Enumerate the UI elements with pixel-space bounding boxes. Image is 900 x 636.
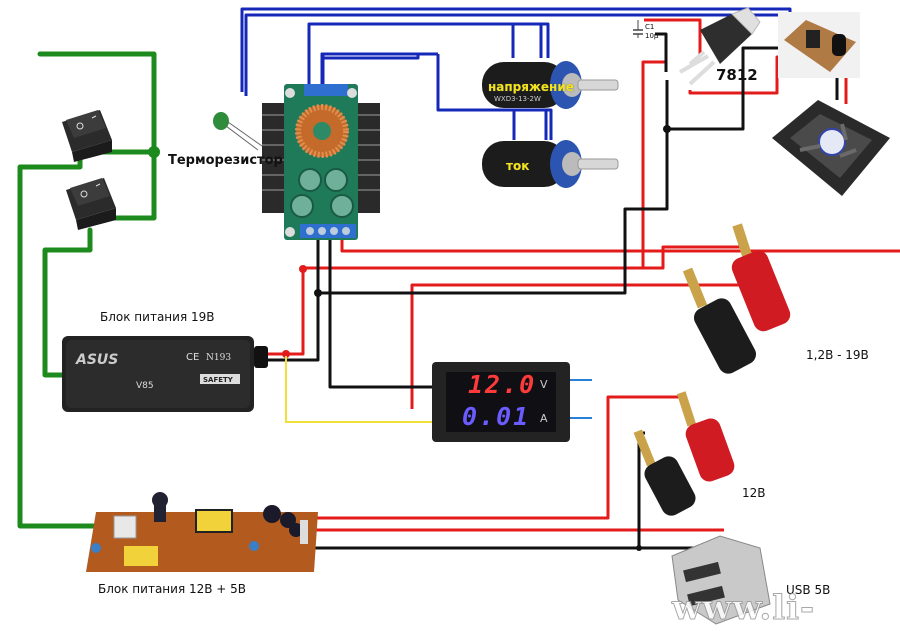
wire-neg-common	[318, 80, 669, 295]
wire-ctrl-pot-i-run	[436, 54, 553, 140]
wire-pos-meter	[410, 283, 745, 409]
wires-positive	[268, 18, 900, 532]
label-usb: USB 5В	[786, 583, 831, 597]
psu19-mark-ce: CE	[186, 352, 199, 363]
pot-voltage-marking: WXD3-13-2W	[494, 95, 541, 103]
wire-pos-buck-out	[340, 236, 900, 253]
label-pot-voltage: напряжение	[488, 80, 574, 94]
watermark: www.li-ne.ru	[672, 588, 816, 636]
neg-junction-buck	[314, 289, 322, 297]
pot-voltage[interactable]: WXD3-13-2W	[482, 61, 619, 109]
psu19-mark-n193: N193	[206, 353, 231, 363]
pot-current[interactable]	[482, 140, 619, 188]
capacitor-c1	[633, 20, 643, 38]
wire-neg-fanctrl	[667, 46, 795, 131]
switch-2[interactable]	[66, 178, 116, 230]
wire-mains-psu19	[42, 227, 93, 378]
wire-pos-7812-in	[644, 18, 702, 55]
wire-mains-left	[17, 155, 98, 529]
switch-1[interactable]	[62, 110, 112, 162]
label-thermistor: Терморезистор	[168, 153, 283, 168]
label-psu19: Блок питания 19В	[100, 310, 215, 324]
meter-current-unit: A	[540, 412, 548, 425]
wire-pos-12v	[308, 395, 685, 520]
label-out-12v: 12В	[742, 486, 766, 500]
label-out-adj: 1,2В - 19В	[806, 348, 869, 362]
regulator-7812	[679, 7, 761, 86]
label-pot-current: ток	[506, 159, 530, 173]
terminal-adj-black[interactable]	[682, 267, 760, 378]
pos-junction-psu19	[282, 350, 290, 358]
wire-neg-psu19	[268, 236, 320, 362]
label-regulator: 7812	[716, 66, 758, 84]
psu19-brand: ASUS	[75, 352, 118, 368]
volt-amp-meter	[432, 362, 570, 442]
wire-pos-adj	[305, 245, 745, 270]
wire-sense	[285, 356, 432, 423]
terminal-12v-red[interactable]	[676, 391, 737, 484]
wire-ctrl-pot-v2	[513, 22, 550, 58]
terminal-12v-black[interactable]	[633, 429, 699, 519]
thermistor	[213, 112, 263, 151]
psu-19v: ASUS N193 CE V85 SAFETY	[62, 336, 268, 412]
terminal-adj-red[interactable]	[729, 223, 793, 334]
neg-junction-usb	[636, 545, 642, 551]
wire-neg-7812	[655, 32, 668, 72]
meter-voltage-unit: V	[540, 378, 548, 391]
psu19-mark-safety: SAFETY	[203, 376, 234, 384]
fan	[772, 100, 890, 196]
fan-controller	[778, 12, 860, 78]
wire-mains-top	[37, 51, 157, 221]
label-psu12-5: Блок питания 12В + 5В	[98, 582, 247, 596]
psu19-mark-v85: V85	[136, 381, 154, 391]
usb-port[interactable]	[671, 535, 771, 625]
wire-ctrl-pot-v	[307, 22, 515, 88]
neg-junction-7812	[663, 125, 671, 133]
meter-current-reading: 0.01	[462, 402, 531, 431]
psu-12v-5v	[86, 492, 318, 572]
meter-voltage-reading: 12.0	[468, 370, 537, 399]
pos-junction-buck	[299, 265, 307, 273]
label-capacitor-value: 10μ	[645, 32, 659, 40]
wire-neg-buck-out	[328, 236, 434, 389]
wire-ctrl-buck	[321, 52, 438, 90]
mains-junction	[148, 146, 160, 158]
label-capacitor: C1	[645, 23, 655, 31]
buck-converter	[262, 84, 380, 240]
